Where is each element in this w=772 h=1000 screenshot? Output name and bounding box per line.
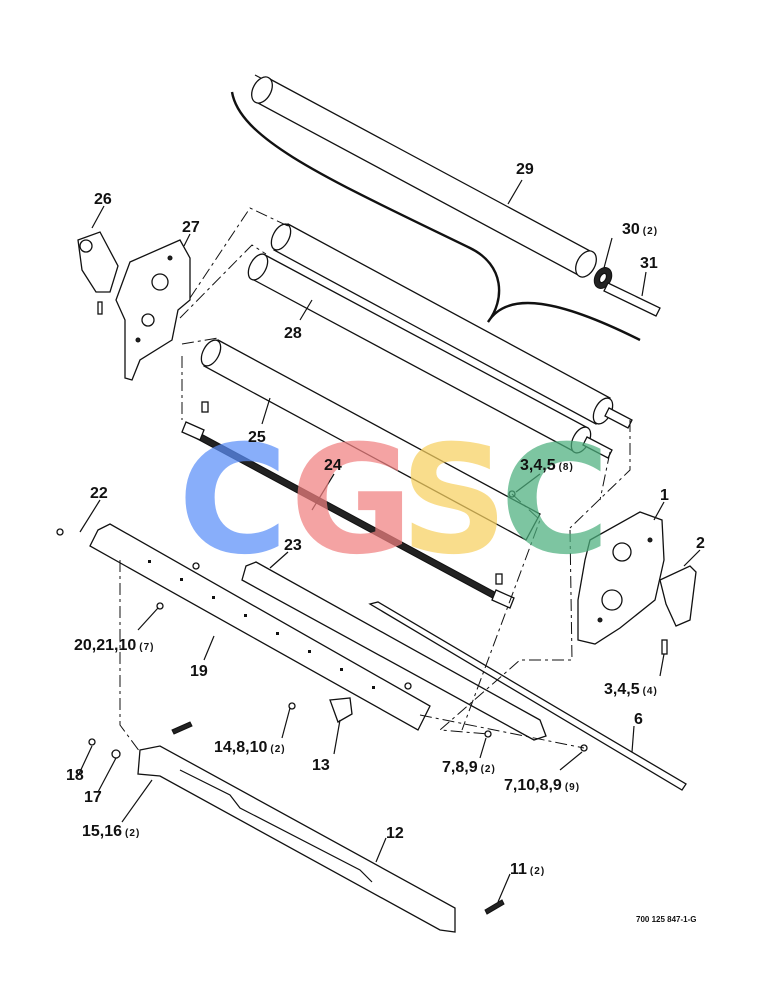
callout-15-16: 15,16(2) — [82, 823, 140, 840]
plate-19 — [89, 523, 431, 731]
bracket-2 — [659, 565, 697, 655]
callout-28: 28 — [284, 325, 302, 342]
callout-1: 1 — [660, 487, 669, 504]
callout-19: 19 — [190, 663, 208, 680]
callout-24: 24 — [324, 457, 342, 474]
watermark-letter-2: G — [290, 414, 413, 588]
pan-12 — [137, 745, 456, 933]
callout-27: 27 — [182, 219, 200, 236]
callout-11: 11(2) — [510, 861, 545, 878]
callout-3-4-5-a: 3,4,5(8) — [520, 457, 574, 474]
callout-29: 29 — [516, 161, 534, 178]
callout-26: 26 — [94, 191, 112, 208]
callout-13: 13 — [312, 757, 330, 774]
callout-30: 30(2) — [622, 221, 658, 238]
callout-25: 25 — [248, 429, 266, 446]
callout-3-4-5-b: 3,4,5(4) — [604, 681, 658, 698]
callout-17: 17 — [84, 789, 102, 806]
assembly-lines — [119, 207, 631, 753]
figure-code: 700 125 847-1-G — [636, 915, 697, 924]
bracket-26 — [77, 231, 119, 315]
leader-lines — [77, 179, 701, 903]
callout-12: 12 — [386, 825, 404, 842]
side-plate-27 — [115, 239, 191, 381]
watermark-letter-1: C — [178, 414, 288, 588]
rail-23 — [241, 561, 547, 741]
watermark-letter-4: C — [500, 414, 610, 588]
belt-curve — [230, 91, 641, 342]
callout-20-21-10: 20,21,10(7) — [74, 637, 155, 654]
callout-14-8-10: 14,8,10(2) — [214, 739, 286, 756]
roller-29 — [251, 74, 597, 278]
callout-18: 18 — [66, 767, 84, 784]
bracket-13 — [329, 697, 353, 723]
strip-6 — [368, 601, 687, 791]
cgsc-watermark: C G S C — [178, 414, 610, 588]
watermark-letter-3: S — [400, 414, 508, 588]
rod-24 — [181, 401, 515, 609]
shaft-31 — [603, 282, 661, 317]
callout-6: 6 — [634, 711, 643, 728]
callout-31: 31 — [640, 255, 658, 272]
side-plate-1 — [577, 511, 665, 645]
callout-labels: 29 30(2) 31 26 27 28 25 24 3,4,5(8) 1 2 … — [66, 161, 705, 878]
roller-28 — [247, 223, 633, 459]
callout-23: 23 — [284, 537, 302, 554]
fasteners — [56, 490, 588, 915]
callout-7-8-9: 7,8,9(2) — [442, 759, 496, 776]
callout-7-10-8-9: 7,10,8,9(9) — [504, 777, 580, 794]
roller-25 — [200, 339, 541, 541]
bearing-30 — [593, 267, 613, 289]
callout-22: 22 — [90, 485, 108, 502]
callout-2: 2 — [696, 535, 705, 552]
